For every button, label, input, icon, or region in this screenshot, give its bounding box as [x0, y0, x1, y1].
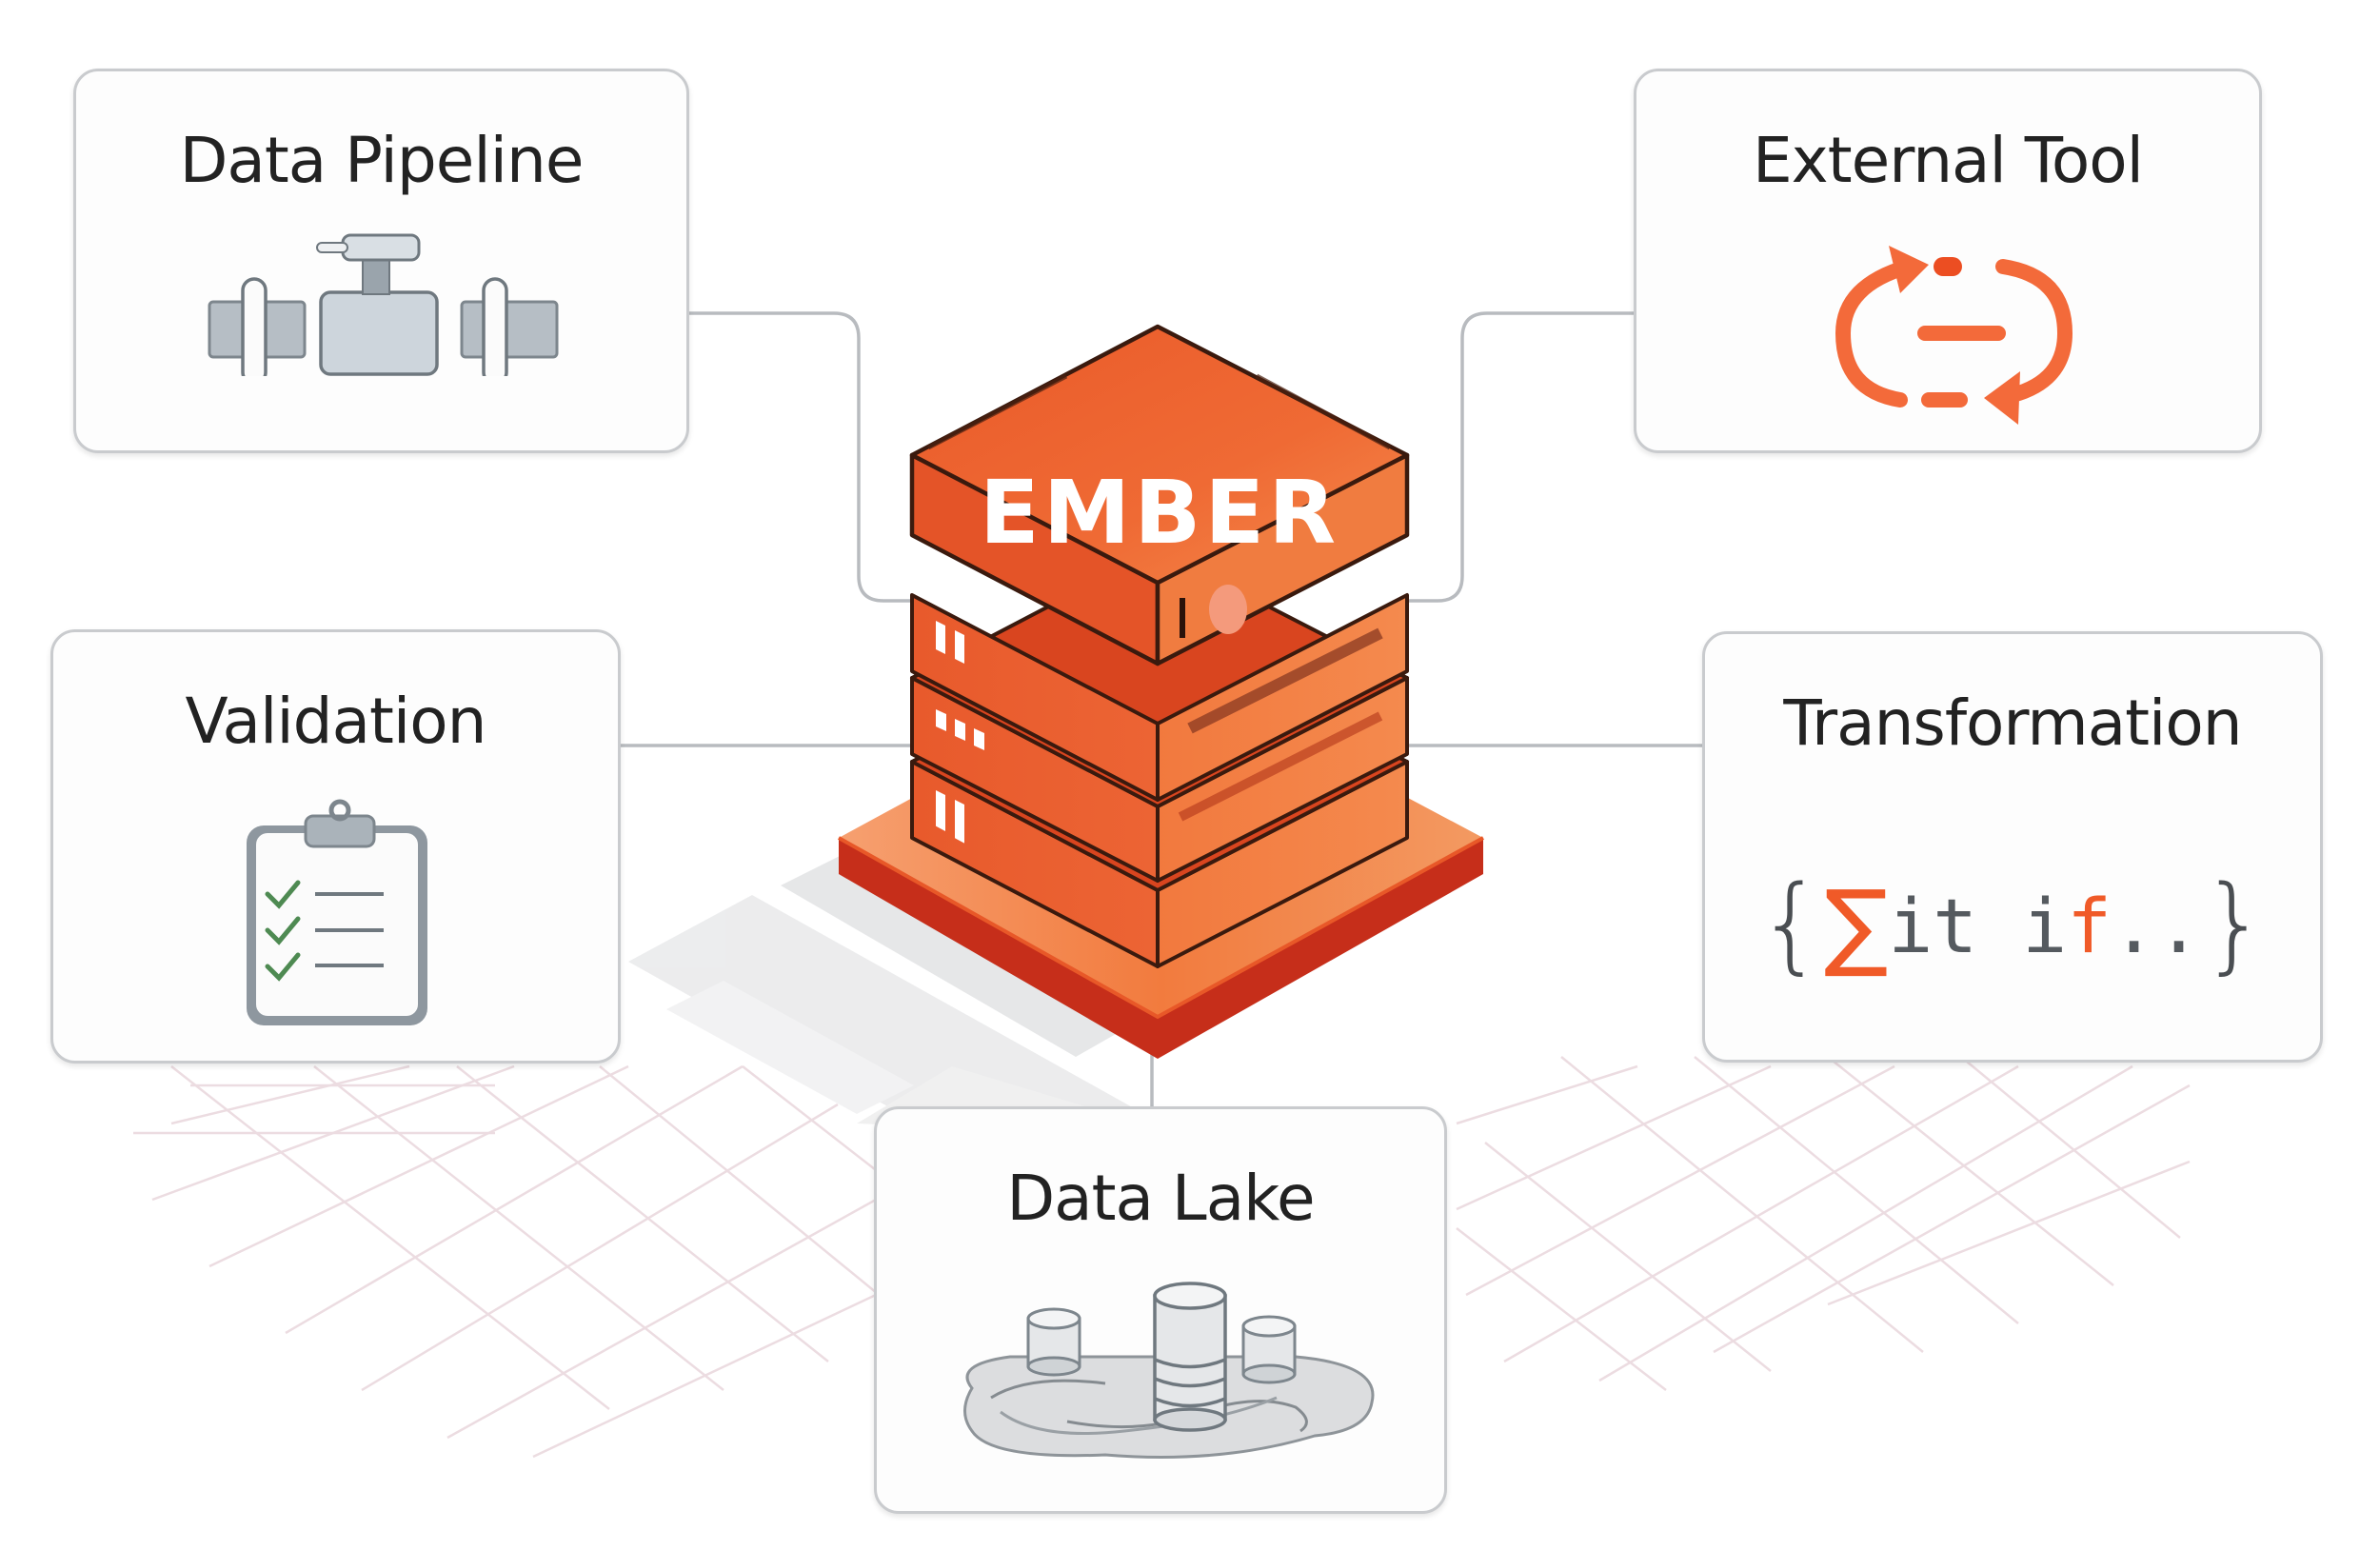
node-external-tool[interactable]: External Tool [1634, 69, 2262, 453]
code-braces-icon: {∑it if..} [1705, 863, 2320, 984]
close-brace: } [2201, 863, 2269, 984]
open-brace: { [1756, 863, 1824, 984]
server-layer-2 [910, 547, 1409, 883]
node-title: Data Lake [1006, 1162, 1315, 1235]
hub-label: EMBER [980, 462, 1339, 564]
node-title: Data Pipeline [179, 124, 585, 197]
hub-top-module [909, 324, 1410, 666]
node-data-pipeline[interactable]: Data Pipeline [73, 69, 689, 453]
server-layer-1 [910, 593, 1409, 802]
floor-grid-right [1456, 1056, 2191, 1391]
sigma-symbol: ∑ [1823, 869, 1889, 981]
node-title: Transformation [1783, 686, 2242, 760]
node-validation[interactable]: Validation [50, 629, 621, 1064]
node-data-lake[interactable]: Data Lake [874, 1106, 1447, 1514]
snippet-text: it i [1888, 885, 2068, 970]
node-title: External Tool [1752, 124, 2144, 197]
snippet-accent: f [2067, 885, 2112, 970]
node-transformation[interactable]: Transformation {∑it if..} [1702, 631, 2323, 1063]
server-indicators [936, 621, 984, 833]
pipe-valve-icon [208, 233, 559, 376]
clipboard-checklist-icon [247, 799, 427, 1025]
connector-pipeline [687, 311, 914, 603]
floor-grid-left [133, 1064, 915, 1459]
sync-arrows-icon [1835, 246, 2073, 425]
node-title: Validation [185, 685, 487, 758]
database-lake-icon [963, 1282, 1375, 1459]
snippet-ellipsis: .. [2112, 885, 2202, 970]
connector-external [1407, 311, 1634, 603]
